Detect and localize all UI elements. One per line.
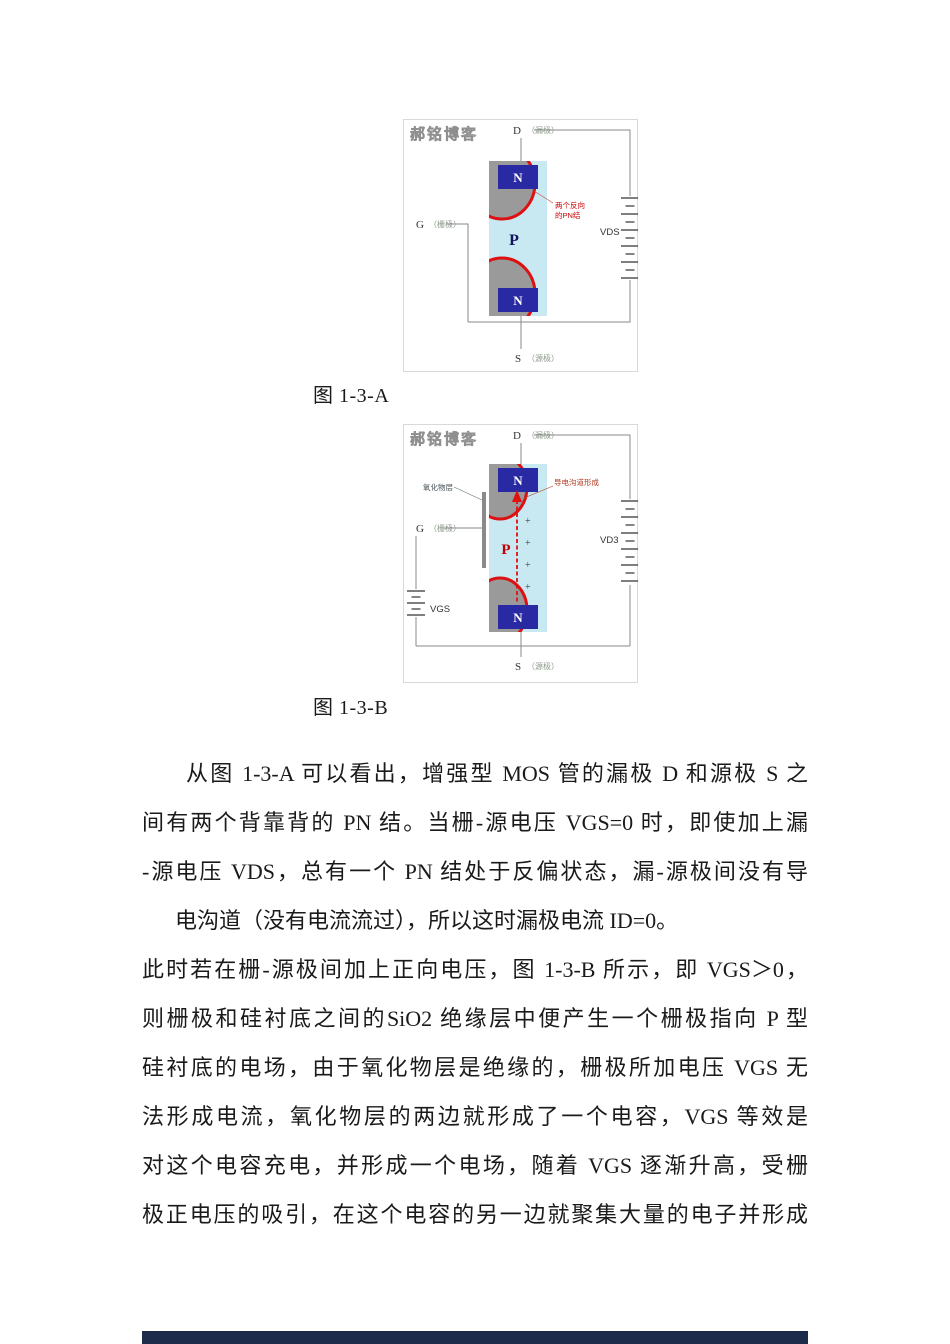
body-line: 电沟道（没有电流流过），所以这时漏极电流 ID=0。	[175, 908, 679, 933]
figure-1-3-B: N N + + + + P 氧化物层 导电沟道形成	[403, 424, 638, 683]
gate-sublabel: （栅极）	[429, 523, 461, 533]
next-figure-edge	[142, 1331, 808, 1344]
n-region-top	[498, 165, 538, 189]
watermark: 郝铭博客	[410, 125, 478, 143]
body-line: 从图 1-3-A 可以看出，增强型 MOS 管的漏极 D 和源极 S 之	[186, 761, 808, 786]
vds-battery	[621, 500, 638, 582]
body-line: 则栅极和硅衬底之间的SiO2 绝缘层中便产生一个栅极指向 P 型	[142, 1006, 808, 1031]
plus-sign: +	[525, 582, 531, 593]
watermark: 郝铭博客	[410, 430, 478, 448]
body-line: 间有两个背靠背的 PN 结。当栅-源电压 VGS=0 时，即使加上漏	[142, 810, 808, 835]
channel-arrow	[512, 490, 522, 603]
plus-sign: +	[525, 516, 531, 527]
n-bottom-label: N	[513, 293, 523, 308]
n-region-top	[498, 468, 538, 492]
gate-sublabel: （栅极）	[429, 219, 461, 229]
body-line: 硅衬底的电场，由于氧化物层是绝缘的，栅极所加电压 VGS 无	[142, 1055, 808, 1080]
circuit-wires	[415, 434, 631, 657]
n-top-label: N	[513, 473, 523, 488]
source-label: S	[515, 661, 521, 673]
p-label: P	[501, 542, 510, 558]
n-region-bottom	[498, 605, 538, 629]
vds-label: VD3	[600, 535, 618, 546]
body-line: 极正电压的吸引，在这个电容的另一边就聚集大量的电子并形成	[142, 1202, 808, 1227]
n-top-label: N	[513, 170, 523, 185]
figure-1-3-A: N N P 两个反向 的PN结 D （漏极） G （栅极） S （源极） VDS…	[403, 119, 638, 372]
circuit-wires	[447, 129, 631, 349]
channel-note: 导电沟道形成	[523, 477, 599, 499]
body-line: 对这个电容充电，并形成一个电场，随着 VGS 逐渐升高，受栅	[142, 1153, 808, 1178]
vgs-battery	[407, 590, 425, 616]
plus-signs: + + + +	[525, 516, 531, 593]
figure-caption-b: 图 1-3-B	[313, 697, 389, 719]
body-line: -源电压 VDS，总有一个 PN 结处于反偏状态，漏-源极间没有导	[142, 859, 808, 884]
source-sublabel: （源极）	[527, 661, 559, 671]
plus-sign: +	[525, 538, 531, 549]
drain-sublabel: （漏极）	[527, 430, 559, 440]
drain-sublabel: （漏极）	[527, 125, 559, 135]
source-label: S	[515, 353, 521, 365]
vds-label: VDS	[600, 227, 620, 238]
svg-text:氧化物层: 氧化物层	[423, 482, 453, 492]
pn-junction-note: 两个反向 的PN结	[533, 190, 585, 220]
body-line: 此时若在栅-源极间加上正向电压，图 1-3-B 所示，即 VGS＞0，	[142, 957, 808, 982]
vds-battery	[621, 197, 638, 279]
gate-label: G	[416, 523, 424, 535]
vgs-label: VGS	[430, 604, 450, 615]
drain-label: D	[513, 430, 521, 442]
drain-label: D	[513, 125, 521, 137]
gate-label: G	[416, 219, 424, 231]
figure-caption-a: 图 1-3-A	[313, 385, 390, 407]
svg-text:两个反向: 两个反向	[555, 200, 585, 210]
body-line: 法形成电流，氧化物层的两边就形成了一个电容，VGS 等效是	[142, 1104, 808, 1129]
svg-text:的PN结: 的PN结	[555, 210, 581, 220]
n-bottom-label: N	[513, 610, 523, 625]
svg-text:导电沟道形成: 导电沟道形成	[554, 477, 599, 487]
oxide-layer	[482, 492, 486, 568]
n-region-bottom	[498, 288, 538, 312]
oxide-note: 氧化物层	[423, 482, 483, 501]
plus-sign: +	[525, 560, 531, 571]
source-sublabel: （源极）	[527, 353, 559, 363]
p-label: P	[509, 232, 519, 249]
body-text: 从图 1-3-A 可以看出，增强型 MOS 管的漏极 D 和源极 S 之 间有两…	[142, 749, 808, 1239]
